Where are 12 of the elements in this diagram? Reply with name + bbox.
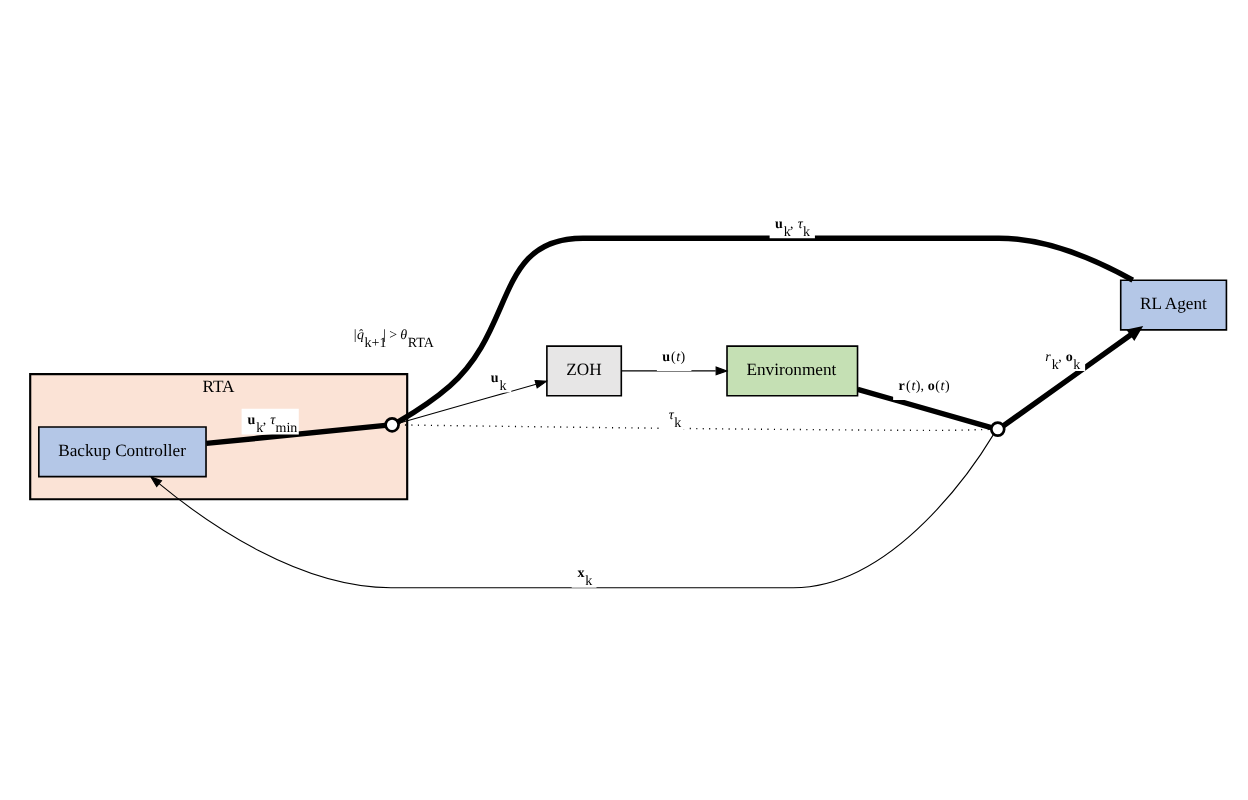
arrow [398,379,549,424]
node-box: Environment [726,345,859,397]
connector [206,422,386,447]
node-switch [989,421,1006,437]
arrow [1001,326,1144,428]
arrow [621,366,729,376]
connector [856,386,992,431]
node-box: ZOH [546,345,623,397]
node-box: RL Agent [1119,279,1228,331]
node-switch [384,417,400,433]
connector [396,235,1135,425]
node-box: Backup Controller [38,426,207,478]
